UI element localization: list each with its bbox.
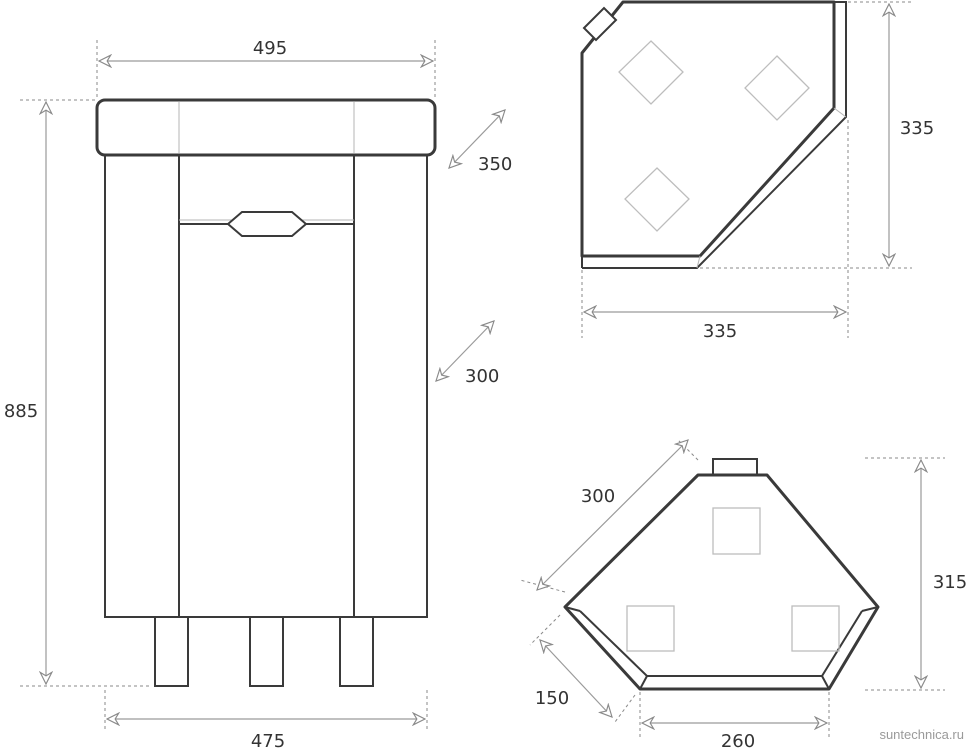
tile-2 xyxy=(744,55,810,121)
leg-right xyxy=(339,616,374,687)
tile-1 xyxy=(618,40,684,105)
bottom-dimensions: 300 150 315 260 xyxy=(519,440,967,750)
bottom-outline xyxy=(563,473,880,691)
dim-top-width: 335 xyxy=(703,321,737,342)
dim-top-depth: 335 xyxy=(900,118,934,139)
top-dimensions: 335 335 xyxy=(581,1,934,342)
top-countertop-outline xyxy=(580,0,836,258)
dim-bottom-height: 315 xyxy=(933,572,967,593)
top-view xyxy=(580,0,847,269)
dim-height: 885 xyxy=(4,401,38,422)
tile-3 xyxy=(624,167,690,232)
bottom-pipe-stub xyxy=(712,458,758,476)
front-dimensions: 495 885 350 300 475 xyxy=(4,38,513,750)
tile-4 xyxy=(712,507,761,555)
dim-bottom-side-long: 300 xyxy=(581,486,615,507)
dim-width-top: 495 xyxy=(253,38,287,59)
leg-left xyxy=(154,616,189,687)
door-handle xyxy=(226,211,308,237)
tile-6 xyxy=(791,605,840,652)
dim-depth-top: 350 xyxy=(478,154,512,175)
front-view xyxy=(95,98,437,687)
tile-5 xyxy=(626,605,675,652)
pipe-stub xyxy=(582,6,618,42)
bottom-view xyxy=(563,458,880,691)
dim-width-bottom: 475 xyxy=(251,731,285,750)
dim-bottom-width: 260 xyxy=(721,731,755,750)
dim-bottom-side-short: 150 xyxy=(535,688,569,709)
countertop xyxy=(95,98,437,157)
watermark: suntechnica.ru xyxy=(879,727,964,742)
leg-middle xyxy=(249,616,284,687)
dim-depth-body: 300 xyxy=(465,366,499,387)
